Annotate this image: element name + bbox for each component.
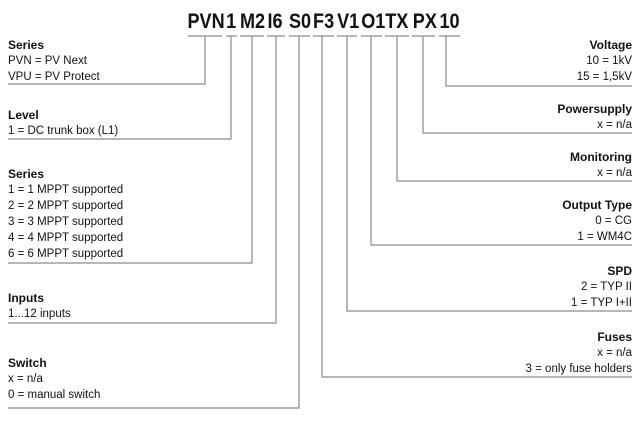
block-title: Voltage: [589, 38, 632, 52]
code-segment-spd: V1: [337, 10, 360, 33]
block-output-type: Output Type 0 = CG 1 = WM4C: [562, 197, 632, 245]
connector-switch: [8, 36, 300, 409]
connector-monitoring: [396, 36, 632, 182]
block-line: VPU = PV Protect: [8, 71, 100, 83]
block-line: 1 = 1 MPPT supported: [8, 184, 124, 196]
block-line: 2 = TYP II: [580, 281, 632, 293]
code-segment-level: 1: [226, 10, 237, 33]
block-line: x = n/a: [597, 119, 632, 131]
block-monitoring: Monitoring x = n/a: [570, 149, 632, 181]
block-line: 0 = CG: [595, 215, 632, 227]
block-line: 1 = DC trunk box (L1): [8, 125, 119, 137]
block-title: Series: [8, 167, 45, 181]
block-title: Inputs: [8, 291, 44, 305]
code-segment-mppt: M2: [239, 10, 266, 33]
connector-powersupply: [422, 36, 632, 134]
block-line: PVN = PV Next: [8, 55, 87, 67]
block-title: Output Type: [562, 198, 632, 212]
block-line: 0 = manual switch: [8, 389, 101, 401]
block-line: 3 = only fuse holders: [525, 363, 632, 375]
block-inputs: Inputs 1...12 inputs: [8, 290, 71, 322]
connector-output-type: [370, 36, 632, 246]
connector-mppt-series: [8, 36, 253, 264]
block-line: 6 = 6 MPPT supported: [8, 248, 124, 260]
connector-spd: [346, 36, 632, 312]
block-line: 2 = 2 MPPT supported: [8, 200, 124, 212]
block-title: Powersupply: [557, 102, 632, 116]
block-line: 4 = 4 MPPT supported: [8, 232, 124, 244]
code-segment-output: O1: [361, 10, 386, 33]
connector-inputs: [8, 36, 277, 324]
code-segment-pvn: PVN: [187, 10, 225, 33]
code-segment-voltage: 10: [439, 10, 460, 33]
code-segment-powersupply: PX: [412, 10, 437, 33]
block-line: 10 = 1kV: [586, 55, 632, 67]
block-level: Level 1 = DC trunk box (L1): [8, 107, 118, 139]
block-series: Series PVN = PV Next VPU = PV Protect: [8, 37, 100, 85]
code-segment-switch: S0: [288, 10, 312, 33]
code-segment-monitoring: TX: [385, 10, 409, 33]
connector-fuses: [321, 36, 632, 378]
block-mppt-series: Series 1 = 1 MPPT supported 2 = 2 MPPT s…: [8, 166, 123, 262]
block-switch: Switch x = n/a 0 = manual switch: [8, 355, 100, 403]
block-voltage: Voltage 10 = 1kV 15 = 1,5kV: [577, 37, 632, 85]
block-powersupply: Powersupply x = n/a: [557, 101, 632, 133]
block-title: Switch: [8, 356, 47, 370]
block-line: x = n/a: [597, 347, 632, 359]
block-line: 1 = TYP I+II: [571, 297, 632, 309]
block-title: Level: [8, 108, 39, 122]
block-title: Series: [8, 38, 45, 52]
code-segment-inputs: I6: [267, 10, 283, 33]
block-line: 15 = 1,5kV: [576, 71, 632, 83]
block-spd: SPD 2 = TYP II 1 = TYP I+II: [571, 263, 632, 311]
connector-voltage: [445, 36, 632, 87]
block-line: 1...12 inputs: [8, 308, 71, 320]
block-title: Monitoring: [570, 150, 632, 164]
block-line: 3 = 3 MPPT supported: [8, 216, 124, 228]
block-line: x = n/a: [8, 373, 43, 385]
connector-series: [8, 36, 206, 85]
block-line: x = n/a: [597, 167, 632, 179]
code-segment-fuses: F3: [313, 10, 335, 33]
connector-level: [8, 36, 232, 140]
block-fuses: Fuses x = n/a 3 = only fuse holders: [526, 329, 632, 377]
block-line: 1 = WM4C: [577, 231, 632, 243]
block-title: SPD: [607, 264, 632, 278]
block-title: Fuses: [597, 330, 632, 344]
